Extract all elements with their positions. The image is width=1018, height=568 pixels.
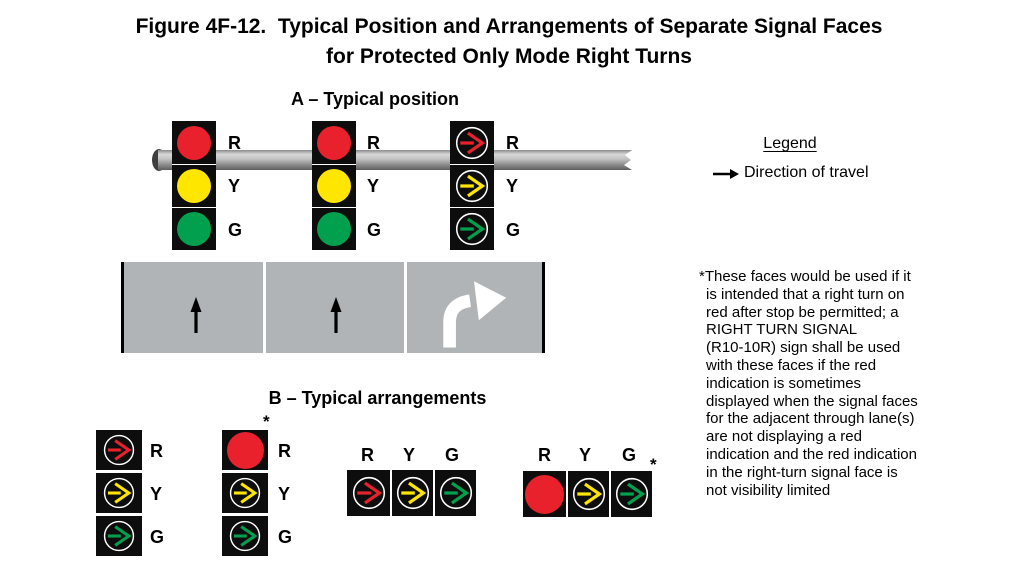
mast-arm — [158, 150, 632, 170]
arrangement-horizontal-arrows — [347, 470, 476, 516]
arrangement-vertical-arrows — [96, 430, 142, 556]
signal-section — [390, 470, 433, 516]
signal-section — [222, 473, 268, 513]
signal-section — [222, 430, 268, 470]
asterisk-marker: * — [650, 455, 657, 474]
green-arrow-light — [614, 476, 650, 512]
r-label: R — [367, 133, 380, 153]
yellow-arrow-light — [228, 476, 262, 510]
r-label: R — [361, 445, 374, 465]
green-arrow-light — [454, 211, 490, 247]
signal-section — [222, 516, 268, 556]
section-a-heading: A – Typical position — [290, 89, 460, 109]
y-label: Y — [579, 445, 592, 465]
green-ball-light — [177, 212, 211, 246]
y-label: Y — [278, 484, 291, 504]
lane-line — [263, 262, 266, 353]
yellow-arrow-light — [571, 476, 607, 512]
red-arrow-light — [102, 433, 136, 467]
signal-section — [450, 207, 494, 250]
red-ball-light — [177, 125, 211, 160]
signal-section — [609, 471, 652, 517]
y-label: Y — [150, 484, 163, 504]
right-turn-arrow-marking — [434, 271, 512, 348]
green-arrow-light — [438, 475, 474, 511]
signal-section — [312, 121, 356, 164]
straight-arrow-marking — [188, 297, 204, 333]
g-label: G — [278, 527, 293, 547]
y-label: Y — [506, 176, 519, 196]
g-label: G — [228, 220, 243, 240]
yellow-arrow-light — [454, 168, 490, 204]
r-label: R — [506, 133, 519, 153]
signal-section — [347, 470, 390, 516]
signal-section — [312, 164, 356, 207]
green-arrow-light — [102, 519, 136, 553]
yellow-arrow-light — [395, 475, 431, 511]
y-label: Y — [367, 176, 380, 196]
signal-section — [433, 470, 476, 516]
yellow-ball-light — [317, 169, 351, 203]
g-label: G — [506, 220, 521, 240]
signal-section — [450, 121, 494, 164]
section-b-heading: B – Typical arrangements — [268, 388, 487, 408]
signal-section — [312, 207, 356, 250]
red-arrow-light — [351, 475, 387, 511]
yellow-arrow-light — [102, 476, 136, 510]
signal-section — [96, 516, 142, 556]
lane-line — [404, 262, 407, 353]
figure-title: Figure 4F-12. Typical Position and Arran… — [0, 12, 1018, 72]
arrangement-vertical-red-ball — [222, 430, 268, 556]
figure-title-line1: Figure 4F-12. Typical Position and Arran… — [135, 15, 883, 38]
signal-section — [566, 471, 609, 517]
straight-arrow-marking — [328, 297, 344, 333]
figure-title-line2: for Protected Only Mode Right Turns — [326, 45, 692, 68]
g-label: G — [367, 220, 382, 240]
signal-section — [96, 430, 142, 470]
through-signal-2 — [312, 121, 356, 250]
g-label: G — [622, 445, 637, 465]
signal-section — [172, 121, 216, 164]
direction-of-travel-arrow-icon — [713, 168, 739, 180]
through-signal-1 — [172, 121, 216, 250]
yellow-ball-light — [177, 169, 211, 203]
r-label: R — [278, 441, 291, 461]
signal-section — [450, 164, 494, 207]
right-turn-signal — [450, 121, 494, 250]
red-ball-light — [525, 474, 564, 514]
r-label: R — [228, 133, 241, 153]
signal-section — [96, 473, 142, 513]
legend-item-label: Direction of travel — [744, 164, 869, 181]
signal-section — [523, 471, 566, 517]
y-label: Y — [228, 176, 241, 196]
red-arrow-light — [454, 125, 490, 161]
footnote-text: *These faces would be used if it is inte… — [699, 268, 918, 499]
g-label: G — [445, 445, 460, 465]
y-label: Y — [403, 445, 416, 465]
r-label: R — [538, 445, 551, 465]
r-label: R — [150, 441, 163, 461]
signal-section — [172, 207, 216, 250]
asterisk-marker: * — [263, 412, 270, 431]
arrangement-horizontal-red-ball — [523, 471, 652, 517]
green-arrow-light — [228, 519, 262, 553]
red-ball-light — [317, 125, 351, 160]
red-ball-light — [226, 431, 264, 469]
signal-section — [172, 164, 216, 207]
green-ball-light — [317, 212, 351, 246]
legend-heading: Legend — [763, 135, 817, 152]
g-label: G — [150, 527, 165, 547]
